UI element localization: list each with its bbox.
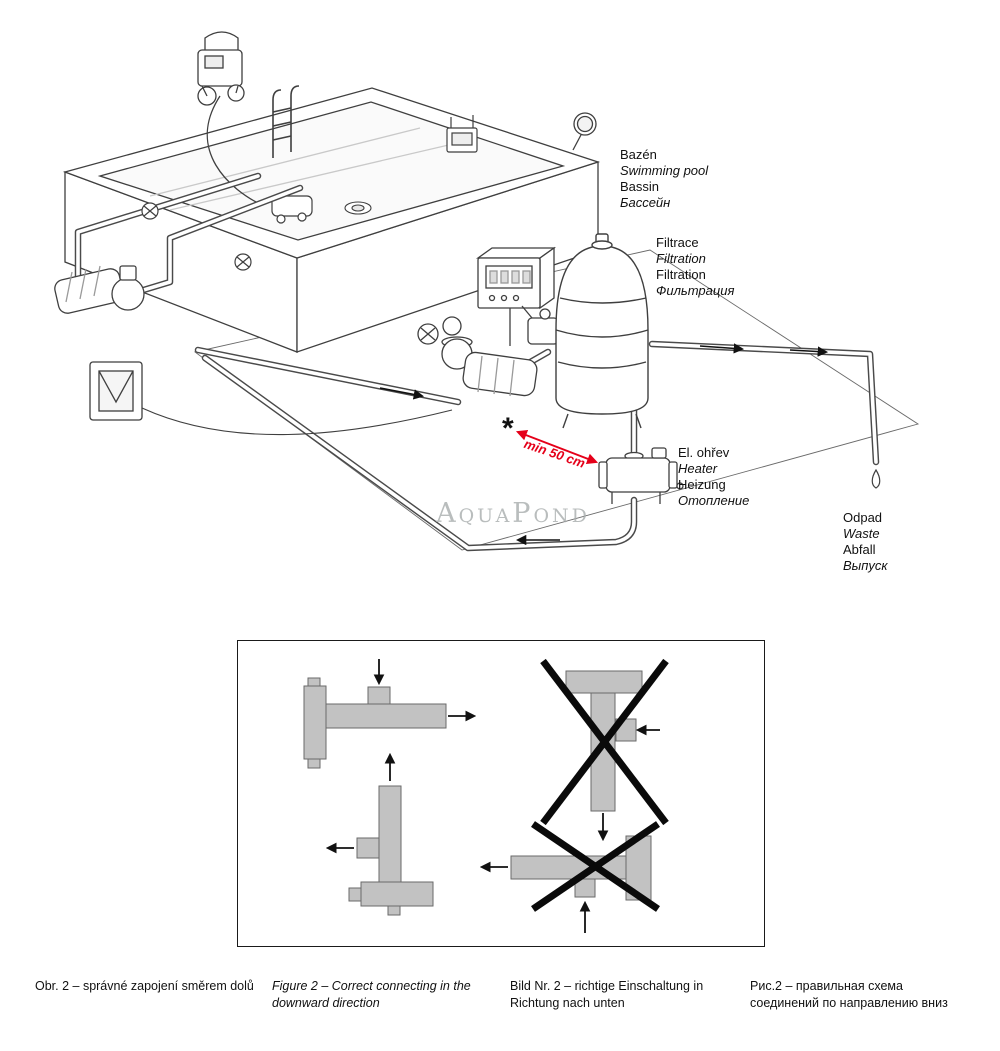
filtration-label-de: Filtration — [656, 267, 706, 282]
caption-russian: Рис.2 – правильная схема соединений по н… — [750, 979, 948, 1010]
pool-label: Bazén Swimming pool Bassin Бассейн — [620, 147, 708, 211]
waste-label-ru: Выпуск — [843, 558, 888, 573]
schematic-correct-horizontal — [303, 659, 477, 769]
caption-english: Figure 2 – Correct connecting in the dow… — [272, 979, 471, 1010]
cross-out-mark — [540, 658, 669, 826]
heater-label-en: Heater — [678, 461, 718, 476]
pool-label-de: Bassin — [620, 179, 660, 194]
heater-unit — [598, 447, 684, 504]
footnote-asterisk: * — [502, 412, 514, 445]
pool-label-en: Swimming pool — [620, 163, 709, 178]
pool-cleaner-head — [271, 195, 313, 224]
heater-label-ru: Отопление — [678, 493, 750, 508]
figure-captions: Obr. 2 – správné zapojení směrem dolů Fi… — [0, 978, 1000, 1048]
junction-box — [89, 361, 453, 436]
filtration-pump — [417, 316, 538, 397]
heater-label: El. ohřev Heater Heizung Отопление — [678, 445, 749, 509]
wall-skimmer — [446, 115, 478, 153]
pool-thermometer — [572, 112, 597, 151]
waste-label: Odpad Waste Abfall Выпуск — [843, 510, 888, 574]
heater-label-de: Heizung — [678, 477, 726, 492]
filtration-label-ru: Фильтрация — [656, 283, 735, 298]
min-distance-line — [515, 430, 599, 464]
installation-diagram: AquaPond Bazén Swimming pool Bassin Басс… — [54, 31, 920, 574]
connection-schematics — [303, 658, 669, 933]
schematic-wrong-vertical — [540, 658, 669, 842]
main-drain — [344, 201, 372, 215]
waste-label-en: Waste — [843, 526, 880, 541]
pool-label-cs: Bazén — [620, 147, 657, 162]
filtration-label-en: Filtration — [656, 251, 706, 266]
flow-arrows — [379, 343, 829, 546]
pool — [62, 87, 601, 353]
schematic-wrong-horizontal — [479, 821, 660, 933]
shutoff-valves — [141, 202, 252, 271]
pool-cleaner-cart — [197, 31, 263, 206]
control-panel — [475, 246, 557, 346]
multiport-valve — [521, 305, 559, 345]
caption-czech: Obr. 2 – správné zapojení směrem dolů — [35, 979, 254, 993]
cross-out-mark — [531, 821, 660, 912]
pool-label-ru: Бассейн — [620, 195, 671, 210]
connection-schematics-box — [237, 640, 765, 947]
waste-label-de: Abfall — [843, 542, 876, 557]
filter-tank — [555, 233, 649, 429]
waste-drip-icon — [871, 468, 881, 489]
pool-installation-drawing — [54, 31, 920, 552]
schematic-correct-vertical — [325, 752, 434, 916]
pool-ladder — [272, 85, 300, 158]
aquapond-watermark: AquaPond — [436, 498, 590, 529]
caption-german: Bild Nr. 2 – richtige Einschaltung in Ri… — [510, 979, 704, 1010]
filtration-label: Filtrace Filtration Filtration Фильтраци… — [656, 235, 734, 299]
filtration-label-cs: Filtrace — [656, 235, 699, 250]
waste-label-cs: Odpad — [843, 510, 883, 525]
left-pump — [54, 265, 145, 314]
heater-label-cs: El. ohřev — [678, 445, 730, 460]
